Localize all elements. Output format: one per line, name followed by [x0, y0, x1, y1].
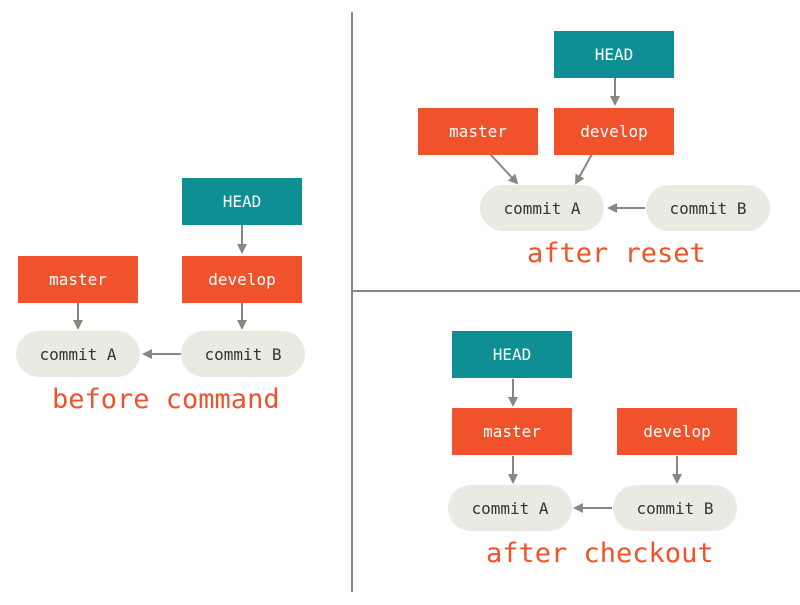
checkout-caption: after checkout	[486, 538, 714, 569]
before-develop-branch: develop	[182, 256, 302, 303]
before-master-branch: master	[18, 256, 138, 303]
vertical-divider	[351, 12, 353, 592]
checkout-develop-branch: develop	[617, 408, 737, 455]
reset-caption: after reset	[527, 238, 706, 269]
checkout-head-pointer: HEAD	[452, 331, 572, 378]
reset-master-branch: master	[418, 108, 538, 155]
before-head-pointer: HEAD	[182, 178, 302, 225]
before-commit-a: commit A	[16, 331, 140, 377]
checkout-commit-b: commit B	[613, 485, 737, 531]
reset-commit-b: commit B	[646, 185, 770, 231]
horizontal-divider	[352, 290, 800, 292]
before-commit-b: commit B	[181, 331, 305, 377]
arrow-reset-develop-to-commit-a	[575, 153, 593, 185]
reset-head-pointer: HEAD	[554, 31, 674, 78]
arrow-reset-master-to-commit-a	[489, 153, 519, 185]
before-caption: before command	[52, 384, 280, 415]
checkout-master-branch: master	[452, 408, 572, 455]
reset-develop-branch: develop	[554, 108, 674, 155]
reset-commit-a: commit A	[480, 185, 604, 231]
checkout-commit-a: commit A	[448, 485, 572, 531]
